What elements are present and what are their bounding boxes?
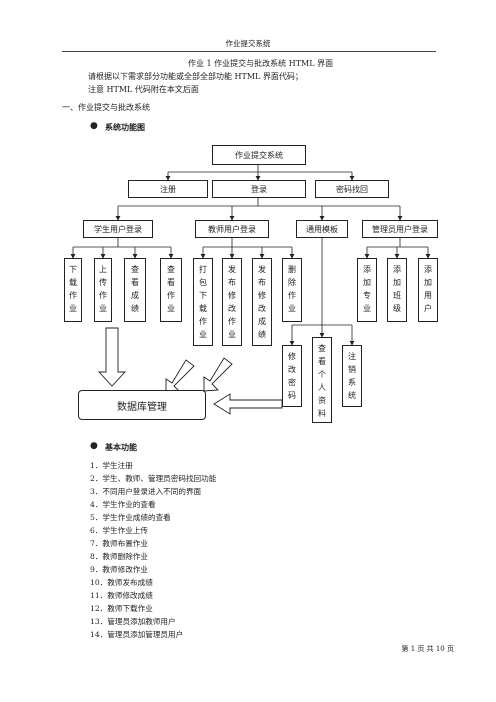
diagram-admin-add-user-node: 添加用户 — [418, 258, 438, 322]
intro-title: 作业 1 作业提交与批改系统 HTML 界面 — [188, 59, 334, 68]
diagram-student-view-score-node: 查看成绩 — [124, 258, 146, 322]
list-item: 2．学生、教师、管理员密码找回功能 — [90, 474, 217, 483]
list-item: 10．教师发布成绩 — [90, 578, 153, 587]
diagram-database-node: 数据库管理 — [78, 390, 206, 420]
list-item: 7．教师布置作业 — [90, 539, 148, 548]
diagram-register-node: 注册 — [128, 180, 208, 198]
page-header: 作业提交系统 — [225, 39, 271, 48]
diagram-password-recovery-node: 密码找回 — [315, 180, 389, 198]
diagram-student-view-homework-node: 查看作业 — [160, 258, 182, 322]
header-rule — [62, 51, 436, 52]
list-item: 8．教师删除作业 — [90, 552, 148, 561]
diagram-admin-login-node: 管理员用户登录 — [362, 220, 438, 238]
page-footer: 第 1 页 共 10 页 — [401, 645, 455, 653]
list-item: 12．教师下载作业 — [90, 604, 153, 613]
list-item: 3．不同用户登录进入不同的界面 — [90, 487, 202, 496]
diagram-admin-add-major-node: 添加专业 — [357, 258, 377, 322]
diagram-admin-add-class-node: 添加班级 — [387, 258, 407, 322]
diagram-student-upload-node: 上传作业 — [94, 258, 112, 322]
bullet-heading-features: 基本功能 — [105, 442, 137, 452]
list-item: 4．学生作业的查看 — [90, 500, 156, 509]
diagram-view-profile-node: 查看个人资料 — [312, 337, 332, 423]
bullet-dot: ● — [90, 121, 98, 131]
intro-requirement: 请根据以下需求部分功能或全部全部功能 HTML 界面代码； — [88, 72, 303, 81]
bullet-heading-diagram: 系统功能图 — [105, 122, 145, 132]
diagram-login-node: 登录 — [212, 180, 306, 198]
diagram-logout-node: 注销系统 — [342, 345, 362, 407]
diagram-teacher-delete-homework-node: 删除作业 — [282, 258, 302, 322]
list-item: 14．管理员添加管理员用户 — [90, 630, 184, 639]
intro-note: 注意 HTML 代码附在本文后面 — [88, 85, 199, 94]
list-item: 9．教师修改作业 — [90, 565, 148, 574]
diagram-change-password-node: 修改密码 — [282, 345, 302, 407]
diagram-teacher-pack-download-node: 打包下载作业 — [193, 258, 213, 346]
list-item: 1．学生注册 — [90, 461, 133, 470]
feature-list: 1．学生注册 2．学生、教师、管理员密码找回功能 3．不同用户登录进入不同的界面… — [90, 459, 216, 641]
diagram-teacher-publish-score-node: 发布修改成绩 — [252, 258, 272, 346]
diagram-student-download-node: 下载作业 — [64, 258, 82, 322]
list-item: 13．管理员添加教师用户 — [90, 617, 176, 626]
list-item: 5．学生作业成绩的查看 — [90, 513, 171, 522]
diagram-root-node: 作业提交系统 — [212, 145, 306, 165]
diagram-teacher-publish-homework-node: 发布修改作业 — [222, 258, 242, 346]
diagram-student-login-node: 学生用户登录 — [83, 220, 153, 238]
list-item: 11．教师修改成绩 — [90, 591, 153, 600]
diagram-common-template-node: 通用模板 — [296, 220, 348, 238]
bullet-dot: ● — [90, 441, 98, 451]
section-heading: 一、作业提交与批改系统 — [62, 103, 150, 112]
list-item: 6．学生作业上传 — [90, 526, 148, 535]
diagram-teacher-login-node: 教师用户登录 — [195, 220, 269, 238]
